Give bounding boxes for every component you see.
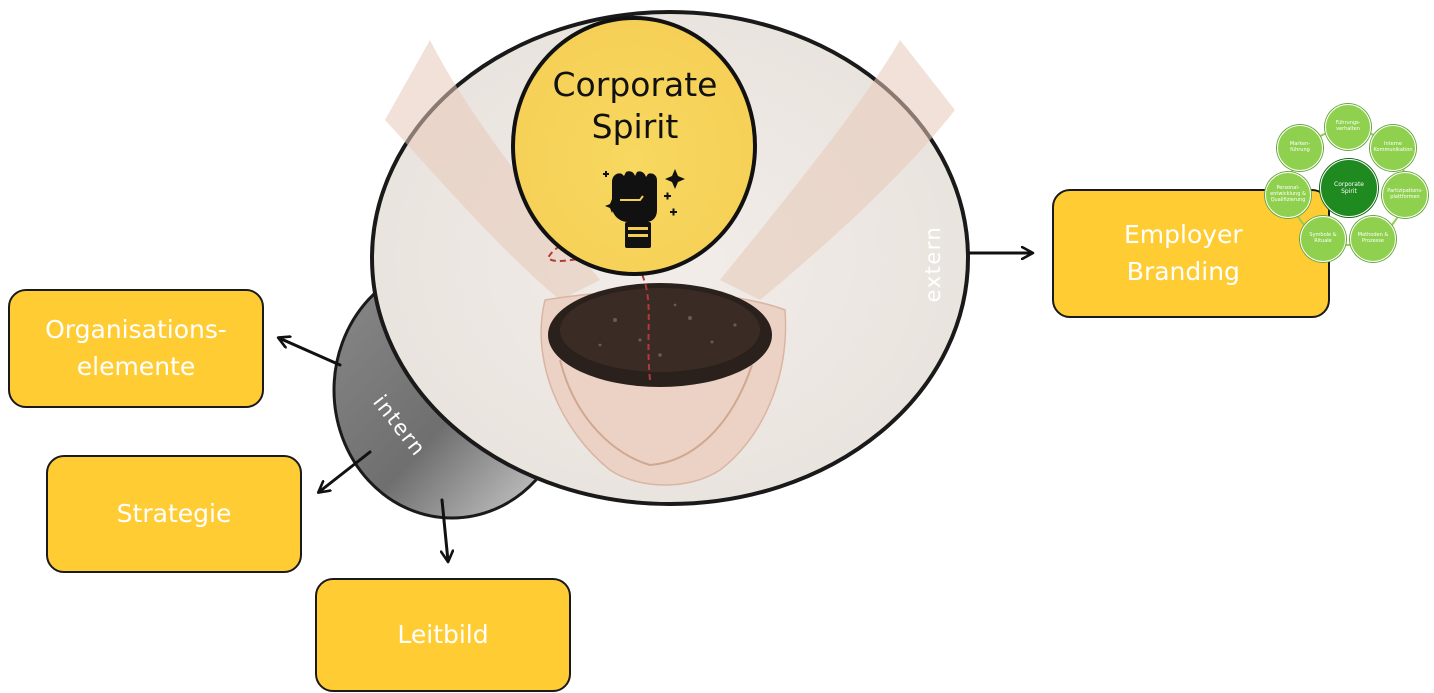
employer-branding-line2: Branding [1126, 256, 1240, 286]
mini-node-text: Qualifizierung [1270, 196, 1306, 203]
mini-node-text: entwicklung & [1270, 191, 1306, 198]
arrows [279, 253, 1032, 561]
organisationselemente-line1: Organisations- [45, 315, 227, 345]
organisationselemente-box: Organisations- elemente [8, 289, 264, 408]
leitbild-box: Leitbild [315, 578, 571, 692]
mini-node-text: plattformen [1390, 194, 1420, 200]
mini-node-text: führung [1290, 147, 1310, 153]
mini-node-personalentwicklung: Personal-entwicklung &Qualifizierung [1265, 172, 1311, 218]
employer-branding-line1: Employer [1124, 220, 1243, 250]
corporate-spirit-title: Corporate Spirit [515, 64, 755, 148]
mini-node-text: Interne [1384, 141, 1402, 148]
mini-node-text: Symbole & [1309, 232, 1337, 239]
arrow-to-leitbild [442, 498, 448, 561]
raised-fist-icon [603, 169, 685, 248]
mini-node-text: Partizipations- [1387, 188, 1423, 195]
leitbild-label: Leitbild [397, 619, 489, 649]
mini-node-fuehrungsverhalten: Führungs-verhalten [1325, 104, 1371, 150]
mini-node-text: Methoden & [1357, 232, 1389, 239]
hands-illustration [540, 283, 787, 486]
mini-center-line2: Spirit [1341, 188, 1357, 195]
mini-node-text: Kommunikation [1373, 147, 1413, 153]
mini-node-text: verhalten [1336, 126, 1360, 132]
strategie-box: Strategie [46, 455, 302, 573]
arrow-to-organisationselemente [279, 338, 342, 367]
mini-node-text: Führungs- [1335, 120, 1361, 127]
corporate-spirit-title-line2: Spirit [591, 107, 679, 147]
arrow-to-strategie [319, 450, 372, 492]
mini-node-text: Prozesse [1362, 238, 1384, 244]
corporate-spirit-circle [511, 16, 757, 276]
mini-node-methoden-prozesse: Methoden &Prozesse [1350, 216, 1396, 262]
mini-node-partizipationsplattformen: Partizipations-plattformen [1382, 172, 1428, 218]
mini-node-markenfuehrung: Marken-führung [1277, 125, 1323, 171]
mini-node-symbole-rituale: Symbole &Rituale [1300, 216, 1346, 262]
strategie-label: Strategie [116, 498, 232, 528]
organisationselemente-line2: elemente [76, 351, 196, 381]
extern-label: extern [921, 226, 945, 303]
mini-diagram-center: Corporate Spirit [1320, 159, 1378, 217]
mini-node-text: Marken- [1289, 141, 1311, 148]
mini-center-line1: Corporate [1334, 180, 1364, 188]
corporate-spirit-title-line1: Corporate [552, 65, 718, 104]
mini-node-text: Personal- [1276, 185, 1300, 192]
mini-node-text: Rituale [1314, 238, 1332, 244]
